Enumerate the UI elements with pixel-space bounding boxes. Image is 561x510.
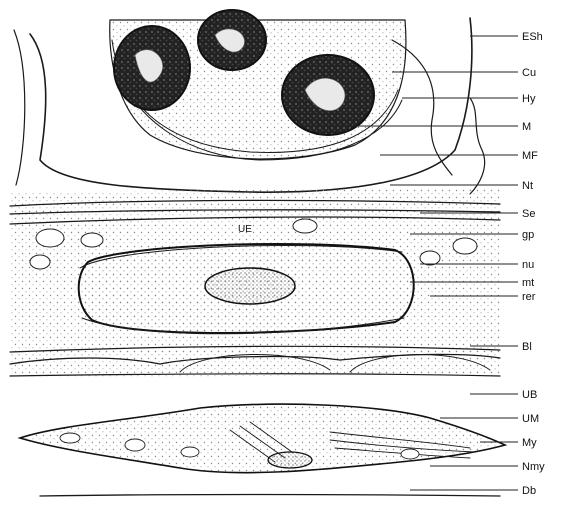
label-nu: nu xyxy=(522,259,534,271)
muscle-cell xyxy=(20,404,505,473)
label-bl: Bl xyxy=(522,341,532,353)
muscle-nucleus xyxy=(268,452,312,468)
nucleus-3 xyxy=(282,55,374,135)
label-nt: Nt xyxy=(522,180,533,192)
label-esh: ESh xyxy=(522,31,543,43)
label-m: M xyxy=(522,121,531,133)
label-my: My xyxy=(522,437,537,449)
label-hy: Hy xyxy=(522,93,536,105)
cell-nucleus xyxy=(205,268,295,304)
nucleus-2 xyxy=(198,10,266,70)
central-cell xyxy=(79,244,414,334)
label-nmy: Nmy xyxy=(522,461,545,473)
bottom-line xyxy=(40,495,500,497)
basal-lamina xyxy=(10,348,500,378)
label-mt: mt xyxy=(522,277,534,289)
label-rer: rer xyxy=(522,291,536,303)
label-db: Db xyxy=(522,485,536,497)
label-gp: gp xyxy=(522,229,534,241)
label-ue: UE xyxy=(238,224,252,235)
label-ub: UB xyxy=(522,389,537,401)
label-um: UM xyxy=(522,413,539,425)
label-se: Se xyxy=(522,208,535,220)
label-mf: MF xyxy=(522,150,538,162)
label-cu: Cu xyxy=(522,67,536,79)
nucleus-1 xyxy=(114,26,190,110)
